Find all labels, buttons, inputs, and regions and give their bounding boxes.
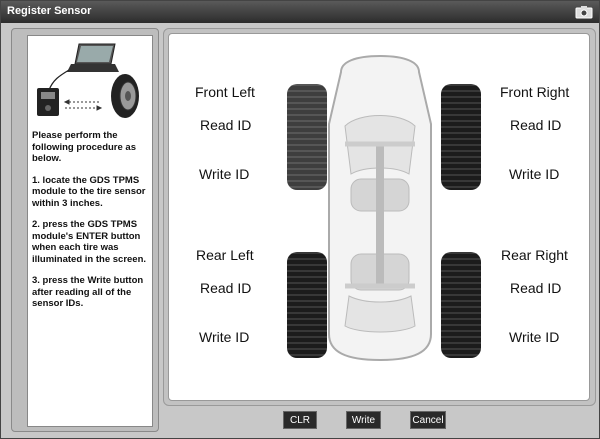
write-button[interactable]: Write — [346, 411, 381, 429]
front-right-tire-icon — [441, 84, 481, 190]
front-left-read-id: Read ID — [200, 117, 252, 133]
vehicle-top-view — [287, 54, 481, 362]
rear-right-tire-icon — [441, 252, 481, 358]
instruction-step-2: 2. press the GDS TPMS module's ENTER but… — [32, 219, 147, 265]
instruction-intro: Please perform the following procedure a… — [32, 130, 136, 164]
instruction-text: Please perform the following procedure a… — [32, 130, 150, 320]
front-right-read-id: Read ID — [510, 117, 562, 133]
front-right-write-id: Write ID — [509, 166, 560, 182]
rear-left-tire-icon — [287, 252, 327, 358]
rear-left-write-id: Write ID — [199, 329, 250, 345]
tpms-module-illustration — [37, 43, 139, 118]
instruction-panel: Please perform the following procedure a… — [11, 28, 159, 432]
camera-icon[interactable] — [575, 4, 593, 19]
front-left-tire-icon — [287, 84, 327, 190]
front-left-write-id: Write ID — [199, 166, 250, 182]
rear-right-write-id: Write ID — [509, 329, 560, 345]
window-title: Register Sensor — [7, 5, 92, 17]
tire-icon — [111, 74, 139, 118]
car-body-icon — [328, 54, 432, 362]
signal-arrows-icon — [63, 99, 103, 111]
rear-left-label: Rear Left — [196, 247, 254, 263]
front-left-label: Front Left — [195, 84, 255, 100]
title-bar: Register Sensor — [1, 1, 599, 23]
tpms-module-icon — [37, 88, 59, 116]
cancel-button[interactable]: Cancel — [410, 411, 446, 429]
vehicle-diagram-area: Front Left Read ID Write ID Front Right … — [168, 33, 590, 401]
laptop-icon — [67, 43, 119, 72]
rear-left-read-id: Read ID — [200, 280, 252, 296]
instruction-content: Please perform the following procedure a… — [27, 35, 153, 427]
clr-button[interactable]: CLR — [283, 411, 317, 429]
rear-right-read-id: Read ID — [510, 280, 562, 296]
instruction-step-3: 3. press the Write button after reading … — [32, 275, 144, 309]
vehicle-panel: Front Left Read ID Write ID Front Right … — [163, 28, 596, 406]
instruction-step-1: 1. locate the GDS TPMS module to the tir… — [32, 174, 146, 209]
rear-right-label: Rear Right — [501, 247, 568, 263]
front-right-label: Front Right — [500, 84, 570, 100]
